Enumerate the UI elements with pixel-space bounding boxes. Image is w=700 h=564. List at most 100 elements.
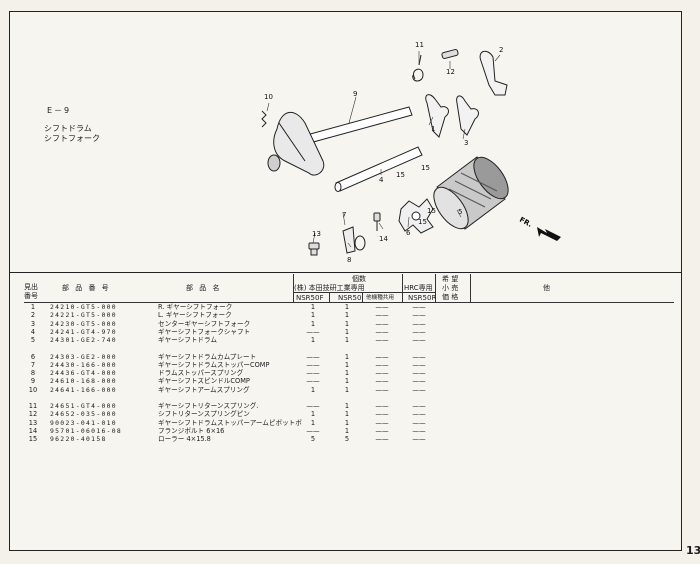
qty-nsr50-cell: 1	[344, 311, 350, 320]
qty-nsr50r-cell: ——	[412, 336, 426, 345]
callout-15d: 15	[418, 218, 427, 226]
shift-spindle-part	[267, 106, 413, 176]
qty-nsr50f-cell: 1	[310, 311, 316, 320]
qty-other-cell: ——	[375, 360, 389, 369]
qty-other-cell: ——	[375, 435, 389, 444]
ref-no-cell: 11	[28, 402, 38, 410]
part-name-cell: ギヤーシフトドラム	[158, 336, 218, 345]
callout-11: 11	[415, 41, 424, 49]
qty-other-cell: ——	[375, 311, 389, 320]
part-name-cell: ギヤーシフトアームスプリング	[158, 385, 250, 394]
ref-no-cell: 6	[30, 352, 36, 361]
section-divider	[9, 272, 682, 273]
callout-10: 10	[264, 93, 273, 101]
qty-other-cell: ——	[375, 352, 389, 361]
qty-nsr50-cell: 1	[344, 418, 350, 427]
exploded-parts-diagram: FR. 1 2 3 4 5 6 7 8 9 10 11 12 13 14 15 …	[261, 41, 561, 264]
callout-15c: 15	[427, 207, 436, 215]
part-name-cell: シフトリターンスプリングピン	[158, 410, 250, 419]
qty-nsr50r-cell: ——	[412, 418, 426, 427]
header-ref-no-line1: 見出	[24, 283, 38, 291]
ref-no-cell: 10	[28, 385, 38, 394]
part-name-cell: センターギヤーシフトフォーク	[158, 319, 251, 328]
return-spring-pin-part	[441, 48, 459, 60]
part-name-cell: ギヤーシフトドラムカムプレート	[158, 352, 257, 361]
part-name-cell: ギヤーシフトスピンドルCOMP	[158, 377, 250, 386]
part-name-cell: ギヤーシフトドラムストッパーアームピボットボ	[158, 418, 302, 427]
page-frame	[9, 11, 682, 551]
ref-no-cell: 12	[28, 410, 38, 419]
col-sep-1	[293, 274, 294, 302]
shift-forks	[425, 50, 508, 138]
ref-no-cell: 2	[30, 311, 36, 320]
callout-4: 4	[379, 176, 384, 184]
header-bottom-rule	[24, 302, 674, 303]
qty-nsr50f-cell: ——	[306, 377, 320, 386]
qty-nsr50f-cell: 5	[310, 435, 316, 444]
qty-other-cell: ——	[375, 385, 389, 394]
ref-no-cell: 5	[30, 336, 36, 345]
qty-nsr50f-cell: ——	[306, 369, 320, 378]
callout-6: 6	[406, 229, 411, 237]
qty-nsr50f-cell: 1	[310, 385, 316, 394]
callout-3: 3	[464, 139, 468, 147]
part-number-cell: 24241-GT4-970	[50, 327, 117, 336]
header-qty-group: 個数	[352, 275, 366, 283]
callout-2: 2	[499, 46, 503, 54]
qty-other-cell: ——	[375, 418, 389, 427]
col-sep-3	[362, 292, 363, 302]
cam-plate-part	[398, 198, 434, 234]
header-nsr50: NSR50	[338, 294, 362, 302]
qty-other-cell: ——	[375, 303, 389, 311]
fork-shaft-part	[334, 146, 423, 192]
qty-nsr50f-cell: ——	[306, 352, 320, 361]
qty-nsr50f-cell: 1	[310, 410, 316, 419]
qty-nsr50-cell: 1	[344, 385, 350, 394]
part-number-cell: 24652-035-000	[50, 410, 117, 419]
part-number-cell: 95701-06016-08	[50, 426, 123, 435]
qty-other-cell: ——	[375, 319, 389, 328]
qty-nsr50f-cell: 1	[310, 319, 316, 328]
direction-label: FR.	[518, 216, 533, 229]
section-title-line-1: シフトドラム	[44, 124, 92, 133]
header-ref-no-line2: 番号	[24, 292, 38, 300]
part-number-cell: 24303-GE2-000	[50, 352, 117, 361]
header-other-model: 他機種共用	[366, 295, 394, 301]
part-name-cell: フランジボルト 6×16	[158, 426, 225, 435]
qty-nsr50-cell: 1	[344, 336, 350, 345]
qty-nsr50-cell: 1	[344, 410, 350, 419]
ref-no-cell: 4	[30, 327, 36, 336]
col-sep-5	[435, 274, 436, 302]
ref-no-cell: 3	[30, 319, 36, 328]
part-number-cell: 24610-168-000	[50, 377, 117, 386]
qty-other-cell: ——	[375, 426, 389, 435]
part-name-cell: L. ギヤーシフトフォーク	[158, 311, 232, 320]
qty-nsr50r-cell: ——	[412, 426, 426, 435]
section-title: シフトドラム シフトフォーク	[44, 124, 100, 144]
part-number-cell: 90023-041-010	[50, 418, 117, 427]
qty-other-cell: ——	[375, 369, 389, 378]
qty-nsr50r-cell: ——	[412, 311, 426, 320]
front-direction-arrow: FR.	[518, 216, 561, 241]
ref-no-cell: 1	[30, 303, 36, 311]
section-title-line-2: シフトフォーク	[44, 134, 100, 143]
callout-8: 8	[347, 256, 351, 264]
qty-other-cell: ——	[375, 377, 389, 386]
qty-other-cell: ——	[375, 410, 389, 419]
stopper-spring-part	[354, 235, 366, 251]
qty-nsr50f-cell: ——	[306, 360, 320, 369]
ref-no-cell: 14	[28, 426, 38, 435]
flange-bolt-part	[373, 212, 381, 231]
ref-no-cell: 8	[30, 369, 36, 378]
header-remarks: 他	[543, 284, 550, 292]
qty-nsr50f-cell: 1	[310, 303, 316, 311]
header-subrule	[293, 292, 435, 293]
part-name-cell: ローラー 4×15.8	[158, 435, 211, 444]
qty-nsr50r-cell: ——	[412, 385, 426, 394]
